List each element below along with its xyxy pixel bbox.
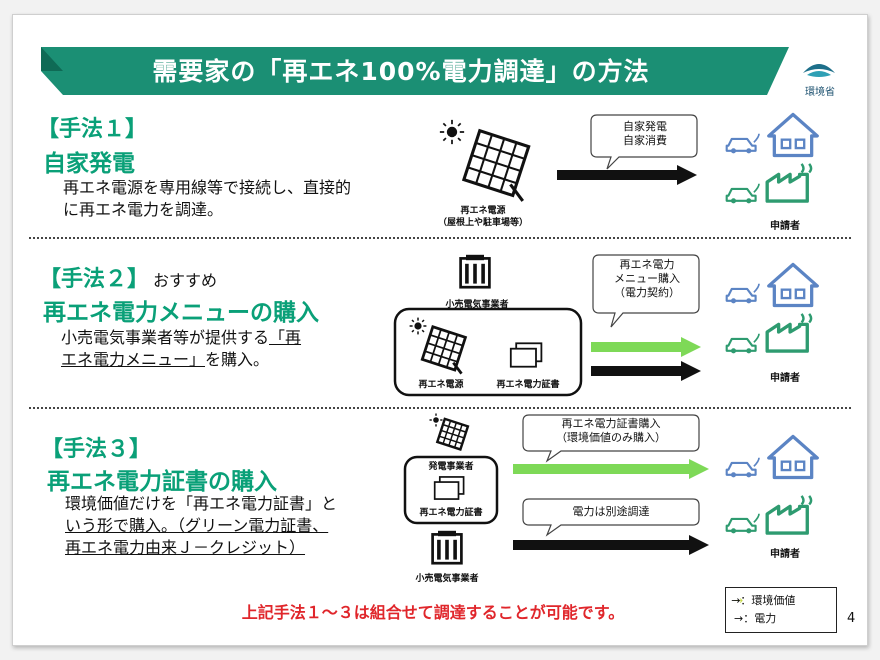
- method1-car-icon: [725, 133, 760, 154]
- method1-speech-bubble: [590, 114, 698, 170]
- method2-desc: 小売電気事業者等が提供する「再 エネ電力メニュー」を購入。: [61, 327, 301, 371]
- slide-title: 需要家の「再エネ100%電力調達」の方法: [152, 57, 650, 86]
- method3-power-arrow: [513, 535, 709, 555]
- method2-bubble-line3: （電力契約）: [614, 286, 680, 299]
- method3-sun-icon: [429, 413, 443, 427]
- method2-desc-line2b: を購入。: [205, 350, 270, 369]
- method2-sun-icon: [409, 317, 427, 335]
- method1-desc-line2: に再エネ電力を調達。: [63, 200, 224, 219]
- method3-desc-line2: いう形で購入。（グリーン電力証書、: [65, 516, 329, 535]
- method1-factory-car-icon: [725, 183, 760, 204]
- method3-bubble-certificate-text: 再エネ電力証書購入 （環境価値のみ購入）: [525, 417, 697, 445]
- method3-certificate-icon: [433, 476, 465, 500]
- method1-label: 【手法１】: [37, 117, 148, 142]
- method3-bubble1-line1: 再エネ電力証書購入: [561, 417, 661, 430]
- method2-certificate-icon: [509, 342, 543, 368]
- method3-car-icon: [725, 457, 760, 478]
- method3-bubble1-line2: （環境価値のみ購入）: [556, 431, 666, 444]
- method2-desc-line1b: 「再: [269, 328, 302, 347]
- method3-speech-bubble-power: [522, 498, 700, 537]
- method3-title: 再エネ電力証書の購入: [47, 469, 277, 495]
- method2-retailer-label: 小売電気事業者: [445, 300, 509, 310]
- method2-bubble-text: 再エネ電力 メニュー購入 （電力契約）: [595, 258, 699, 300]
- method1-source-caption-line2: （屋根上や駐車場等）: [437, 218, 528, 228]
- method3-certificate-label: 再エネ電力証書: [419, 508, 483, 518]
- method2-solar-panel-icon: [420, 325, 468, 375]
- method1-source-caption-line1: 再エネ電源: [460, 206, 506, 216]
- method2-desc-line1a: 小売電気事業者等が提供する: [61, 328, 270, 347]
- method3-factory-icon: [765, 495, 813, 535]
- legend: →→：環境価値 →：電力: [725, 587, 837, 633]
- method1-title: 自家発電: [43, 151, 135, 177]
- method1-desc: 再エネ電源を専用線等で接続し、直接的 に再エネ電力を調達。: [63, 177, 351, 221]
- footer-note: 上記手法１～３は組合せて調達することが可能です。: [241, 603, 625, 622]
- method3-environment-value-arrow: [513, 459, 709, 479]
- method2-factory-icon: [765, 313, 813, 353]
- sun-icon: [439, 119, 465, 145]
- method3-generator-box: [403, 455, 499, 525]
- method1-house-icon: [767, 112, 819, 158]
- method3-solar-panel-icon: [435, 417, 470, 451]
- legend-black: →：電力: [734, 612, 777, 625]
- method2-recommend: おすすめ: [153, 271, 218, 290]
- page-number: 4: [847, 611, 856, 626]
- legend-green-label: →：環境価値: [731, 594, 796, 607]
- solar-panel-icon: [461, 128, 531, 202]
- ministry-logo-icon: [803, 64, 835, 77]
- method3-factory-car-icon: [725, 513, 760, 534]
- method3-desc: 環境価値だけを「再エネ電力証書」と いう形で購入。（グリーン電力証書、 再エネ電…: [65, 493, 337, 559]
- method2-desc-line2a: エネ電力メニュー」: [61, 350, 206, 369]
- divider-1: [29, 237, 851, 239]
- method1-source-caption: 再エネ電源 （屋根上や駐車場等）: [425, 205, 541, 229]
- method2-certificate-label: 再エネ電力証書: [496, 380, 560, 390]
- method1-factory-icon: [765, 163, 813, 203]
- method3-retailer-label: 小売電気事業者: [415, 574, 479, 584]
- method2-label: 【手法２】: [39, 267, 150, 292]
- method3-desc-line3: 再エネ電力由来Ｊ－クレジット）: [65, 538, 306, 557]
- method3-house-icon: [767, 434, 819, 480]
- method2-retailer-building-icon: [459, 254, 491, 289]
- method3-label: 【手法３】: [41, 437, 152, 462]
- method2-bubble-line1: 再エネ電力: [619, 258, 675, 271]
- legend-green: →→：環境価値: [731, 592, 796, 608]
- method2-factory-car-icon: [725, 333, 760, 354]
- method1-bubble-text: 自家発電 自家消費: [593, 120, 697, 148]
- method2-house-icon: [767, 262, 819, 308]
- method1-power-arrow: [557, 165, 697, 185]
- logo-text: 環境省: [805, 87, 835, 98]
- method1-desc-line1: 再エネ電源を専用線等で接続し、直接的: [63, 178, 352, 197]
- method1-bubble-line1: 自家発電: [623, 120, 667, 133]
- method2-environment-value-arrow: [591, 337, 701, 357]
- method1-applicant: 申請者: [770, 221, 800, 232]
- method3-bubble-power-text: 電力は別途調達: [572, 505, 650, 518]
- method3-applicant: 申請者: [770, 549, 800, 560]
- title-banner: [41, 47, 789, 95]
- divider-2: [29, 407, 851, 409]
- method1-bubble-line2: 自家消費: [623, 134, 667, 147]
- legend-green-arrow-icon: →: [734, 594, 744, 607]
- method2-car-icon: [725, 283, 760, 304]
- method3-desc-line1: 環境価値だけを「再エネ電力証書」と: [65, 494, 338, 513]
- method2-title: 再エネ電力メニューの購入: [43, 300, 319, 326]
- method2-power-arrow: [591, 361, 701, 381]
- method3-generator-label: 発電事業者: [428, 462, 474, 472]
- method2-applicant: 申請者: [770, 373, 800, 384]
- method2-retailer-box: [393, 307, 583, 397]
- slide: 需要家の「再エネ100%電力調達」の方法 環境省 【手法１】 自家発電 再エネ電…: [12, 14, 868, 646]
- method3-speech-bubble-certificate: [522, 414, 700, 463]
- method2-source-label: 再エネ電源: [418, 380, 464, 390]
- method2-bubble-line2: メニュー購入: [614, 272, 680, 285]
- method2-speech-bubble: [592, 254, 700, 328]
- method3-retailer-building-icon: [431, 530, 463, 565]
